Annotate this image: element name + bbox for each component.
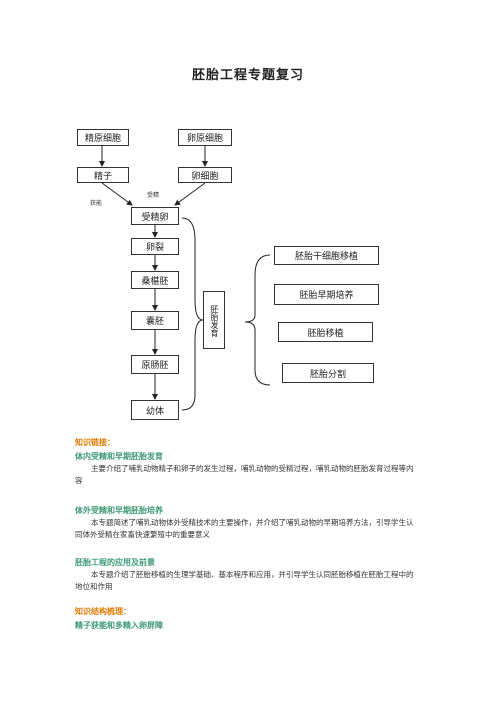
right-item-embryo-splitting: 胚胎分割 [282, 363, 374, 383]
sperm-stem-cell-box: 精原细胞 [77, 129, 129, 146]
right-item-stem-cell-transplant: 胚胎干细胞移植 [274, 246, 379, 265]
section-3-text: 本专题介绍了胚胎移植的生理学基础、基本程序和应用，并引导学生认同胚胎移植在胚胎工… [75, 570, 414, 591]
embryo-development-box: 胚胎发育 [203, 291, 225, 349]
stage-zygote: 受精卵 [131, 207, 179, 225]
capacitation-label: 获能 [90, 200, 103, 207]
section-4-title: 精子获能和多精入卵屏障 [75, 621, 163, 630]
fertilization-label: 受精 [147, 192, 160, 199]
stage-blastocyst: 囊胚 [131, 311, 179, 330]
section-1-text: 主要介绍了哺乳动物精子和卵子的发生过程，哺乳动物的受精过程，哺乳动物的胚胎发育过… [75, 464, 414, 485]
right-item-early-culture: 胚胎早期培养 [274, 284, 379, 305]
section-3-title: 胚胎工程的应用及前景 [75, 558, 155, 567]
sperm-box: 精子 [77, 167, 129, 183]
stage-gastrula: 原肠胚 [131, 355, 179, 374]
oocyte-box: 卵细胞 [178, 167, 232, 183]
right-item-embryo-transfer: 胚胎移植 [278, 322, 373, 342]
page-title: 胚胎工程专题复习 [191, 68, 304, 83]
section-2-text: 本专题简述了哺乳动物体外受精技术的主要操作，并介绍了哺乳动物的早期培养方法，引导… [75, 518, 414, 539]
stage-larva: 幼体 [131, 400, 179, 420]
stage-cleavage: 卵裂 [131, 238, 179, 255]
section-1-title: 体内受精和早期胚胎发育 [75, 452, 163, 461]
egg-stem-cell-box: 卵原细胞 [178, 129, 232, 146]
section-2-title: 体外受精和早期胚胎培养 [75, 506, 163, 515]
knowledge-structure-heading: 知识结构梳理： [75, 607, 131, 616]
stage-morula: 桑椹胚 [131, 271, 179, 289]
knowledge-link-heading: 知识链接： [75, 438, 115, 447]
